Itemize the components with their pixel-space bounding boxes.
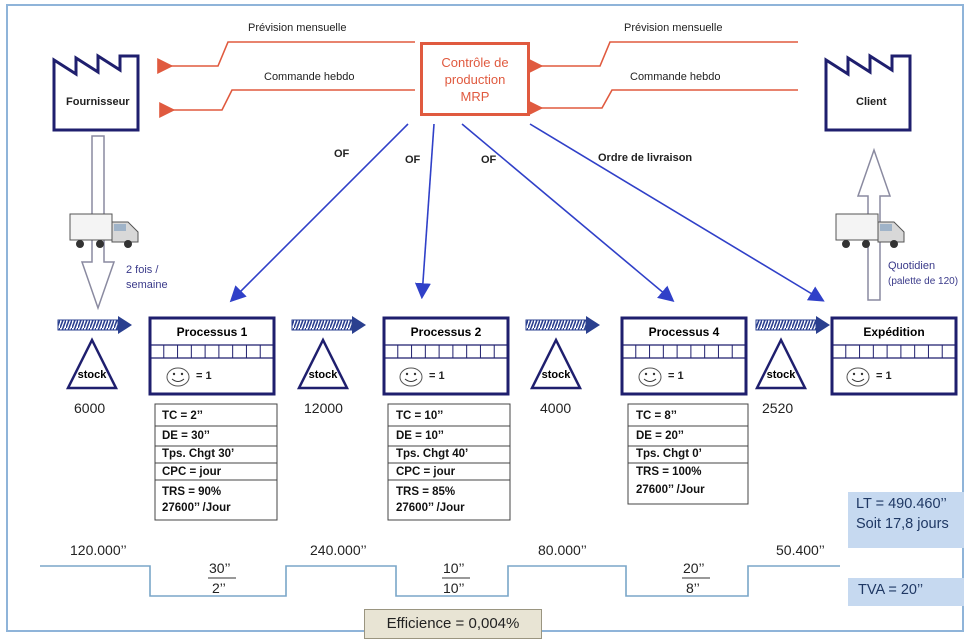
of-label-3: OF: [481, 154, 497, 166]
mrp-control-line-2: production: [444, 71, 506, 87]
forecast-from-client-arrow: [527, 41, 798, 74]
wait-time-2: 240.000’’: [310, 542, 367, 558]
wait-time-3: 80.000’’: [538, 542, 587, 558]
order-to-supplier-arrow: [159, 89, 415, 118]
stock-qty-1: 6000: [74, 400, 106, 416]
process-title-1: Processus 1: [176, 325, 248, 339]
data-4-capacity: 27600’’ /Jour: [636, 484, 705, 496]
efficiency-value: Efficience = 0,004%: [386, 615, 520, 632]
value-time-1: 2’’: [212, 580, 226, 596]
client-factory-icon: [824, 53, 912, 132]
operator-icon-shipping: [846, 367, 870, 387]
mrp-control-line-1: Contrôle de: [441, 54, 509, 70]
operator-icon-1: [166, 367, 190, 387]
operator-count-2: = 1: [429, 370, 445, 382]
stock-label-4: stock: [766, 369, 796, 381]
stock-triangle-3: [529, 337, 583, 390]
stock-triangle-1: [65, 337, 119, 390]
mrp-control-box: Contrôle de production MRP: [420, 42, 530, 116]
order-from-client-arrow: [527, 89, 798, 116]
efficiency-box: Efficience = 0,004%: [364, 609, 542, 639]
tva-box: TVA = 20’’: [848, 578, 964, 606]
of-arrow-process-1: [229, 123, 409, 303]
cycle-time-1: 30’’: [209, 560, 231, 576]
stock-label-1: stock: [77, 369, 107, 381]
stock-triangle-2: [296, 337, 350, 390]
stock-qty-4: 2520: [762, 400, 794, 416]
data-2-tc: TC = 10’’: [396, 410, 444, 422]
wait-time-4: 50.400’’: [776, 542, 825, 558]
client-label: Client: [856, 96, 887, 108]
value-time-2: 10’’: [443, 580, 465, 596]
of-label-1: OF: [334, 148, 350, 160]
data-box-frame-3: [627, 403, 749, 505]
operator-count-1: = 1: [196, 370, 212, 382]
stock-qty-3: 4000: [540, 400, 572, 416]
client-frequency-line-2: (palette de 120): [888, 276, 959, 287]
client-frequency-line-1: Quotidien: [888, 260, 936, 272]
data-4-trs: TRS = 100%: [636, 466, 702, 478]
value-time-4: 8’’: [686, 580, 700, 596]
data-1-changeover: Tps. Chgt 30’: [162, 448, 235, 460]
supplier-factory-icon: [52, 53, 140, 132]
supplier-frequency-line-1: 2 fois /: [126, 264, 159, 276]
data-1-capacity: 27600’’ /Jour: [162, 502, 231, 514]
data-1-cpc: CPC = jour: [162, 466, 222, 478]
client-truck-icon: [835, 213, 905, 248]
stock-label-3: stock: [541, 369, 571, 381]
data-2-changeover: Tps. Chgt 40’: [396, 448, 469, 460]
delivery-order-arrow: [529, 123, 825, 302]
data-1-tc: TC = 2’’: [162, 410, 203, 422]
data-1-de: DE = 30’’: [162, 430, 210, 442]
lead-time-value: LT = 490.460’’: [856, 496, 947, 512]
cycle-time-2: 10’’: [443, 560, 465, 576]
push-arrow-4: [755, 316, 830, 334]
supplier-label: Fournisseur: [66, 96, 130, 108]
stock-qty-2: 12000: [304, 400, 343, 416]
stock-triangle-4: [754, 337, 808, 390]
supplier-truck-icon: [69, 213, 139, 248]
mrp-control-line-3: MRP: [460, 88, 490, 104]
lead-time-ladder: [40, 565, 840, 597]
process-grid-ticks: [163, 345, 943, 358]
left-order-label: Commande hebdo: [264, 71, 355, 83]
push-arrow-2: [291, 316, 366, 334]
right-forecast-label: Prévision mensuelle: [624, 22, 723, 34]
data-2-capacity: 27600’’ /Jour: [396, 502, 465, 514]
push-arrow-3: [525, 316, 600, 334]
wait-time-1: 120.000’’: [70, 542, 127, 558]
process-title-2: Processus 2: [410, 325, 482, 339]
data-box-frame-2: [387, 403, 511, 521]
operator-count-shipping: = 1: [876, 370, 892, 382]
data-box-frame-1: [154, 403, 278, 521]
data-2-cpc: CPC = jour: [396, 466, 456, 478]
lead-time-days: Soit 17,8 jours: [856, 516, 949, 532]
data-4-changeover: Tps. Chgt 0’: [636, 448, 702, 460]
data-2-de: DE = 10’’: [396, 430, 444, 442]
data-4-tc: TC = 8’’: [636, 410, 677, 422]
data-4-de: DE = 20’’: [636, 430, 684, 442]
process-title-4: Processus 4: [648, 325, 720, 339]
data-2-trs: TRS = 85%: [396, 486, 456, 498]
operator-icon-4: [638, 367, 662, 387]
process-title-shipping: Expédition: [863, 325, 925, 339]
lead-time-box: LT = 490.460’’ Soit 17,8 jours: [848, 492, 964, 548]
forecast-to-supplier-arrow: [157, 41, 415, 74]
of-label-2: OF: [405, 154, 421, 166]
data-1-trs: TRS = 90%: [162, 486, 222, 498]
of-arrow-process-2: [414, 123, 435, 300]
push-arrow-1: [57, 316, 132, 334]
operator-count-4: = 1: [668, 370, 684, 382]
left-forecast-label: Prévision mensuelle: [248, 22, 347, 34]
tva-value: TVA = 20’’: [858, 582, 924, 598]
supplier-frequency-line-2: semaine: [126, 279, 168, 291]
of-arrow-process-4: [461, 123, 675, 303]
stock-label-2: stock: [308, 369, 338, 381]
right-order-label: Commande hebdo: [630, 71, 721, 83]
data-box-rules: [155, 425, 748, 481]
cycle-time-4: 20’’: [683, 560, 705, 576]
operator-icon-2: [399, 367, 423, 387]
delivery-order-label: Ordre de livraison: [598, 152, 693, 164]
